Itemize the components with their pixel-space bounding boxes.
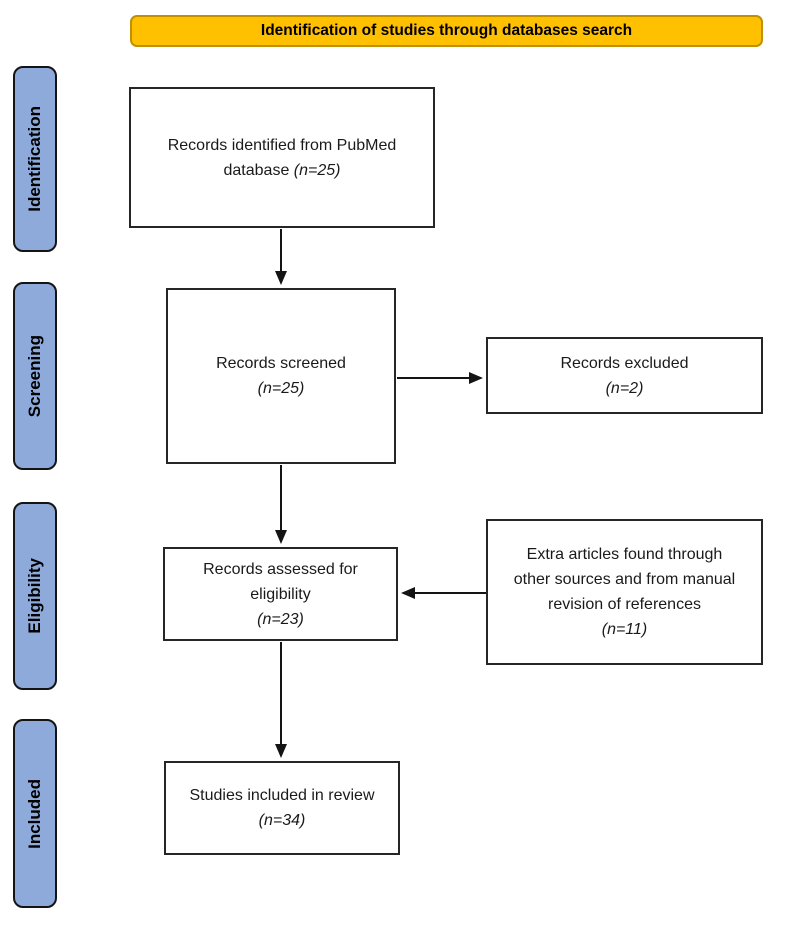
flow-box-text: Extra articles found through other sourc… [514, 542, 735, 642]
stage-label-screening: Screening [13, 282, 57, 470]
stage-label-text: Included [25, 778, 44, 849]
count-value: (n=2) [605, 379, 644, 397]
count-value: (n=25) [257, 380, 305, 397]
stage-label-eligibility: Eligibility [13, 502, 57, 690]
flow-box-text: Records assessed for eligibility (n=23) [203, 557, 358, 632]
flow-box-studies-included: Studies included in review (n=34) [164, 761, 400, 855]
flow-box-records-screened: Records screened (n=25) [166, 288, 396, 464]
diagram-title: Identification of studies through databa… [260, 22, 633, 39]
flow-box-line: Studies included in review [189, 787, 375, 804]
flow-box-text: Records identified from PubMed database … [168, 133, 397, 183]
stage-label-text: Screening [25, 334, 44, 418]
stage-label-text: Identification [25, 106, 44, 212]
flow-box-text: Records screened (n=25) [216, 351, 346, 401]
stage-label-identification: Identification [13, 66, 57, 252]
flow-box-text: Studies included in review (n=34) [190, 783, 375, 833]
flow-box-line: Records identified from PubMed [167, 136, 397, 154]
flow-box-extra-articles: Extra articles found through other sourc… [486, 519, 763, 665]
flow-box-line: Records excluded [560, 354, 689, 372]
count-value: (n=25) [293, 161, 341, 179]
flow-box-records-identified: Records identified from PubMed database … [129, 87, 435, 228]
count-value: (n=34) [258, 812, 306, 829]
flow-box-line: Records assessed for eligibility [203, 560, 358, 603]
count-value: (n=23) [257, 610, 304, 628]
flow-box-line: database (n=25) [223, 161, 341, 179]
stage-label-text: Eligibility [25, 558, 44, 634]
flow-box-line: Records screened [216, 355, 346, 372]
flow-box-line: Extra articles found through other sourc… [513, 546, 736, 613]
stage-label-included: Included [13, 719, 57, 908]
flow-box-records-excluded: Records excluded (n=2) [486, 337, 763, 414]
flow-box-text: Records excluded (n=2) [560, 351, 688, 401]
diagram-title-banner: Identification of studies through databa… [130, 15, 763, 47]
flow-box-records-assessed: Records assessed for eligibility (n=23) [163, 547, 398, 641]
count-value: (n=11) [601, 621, 648, 638]
